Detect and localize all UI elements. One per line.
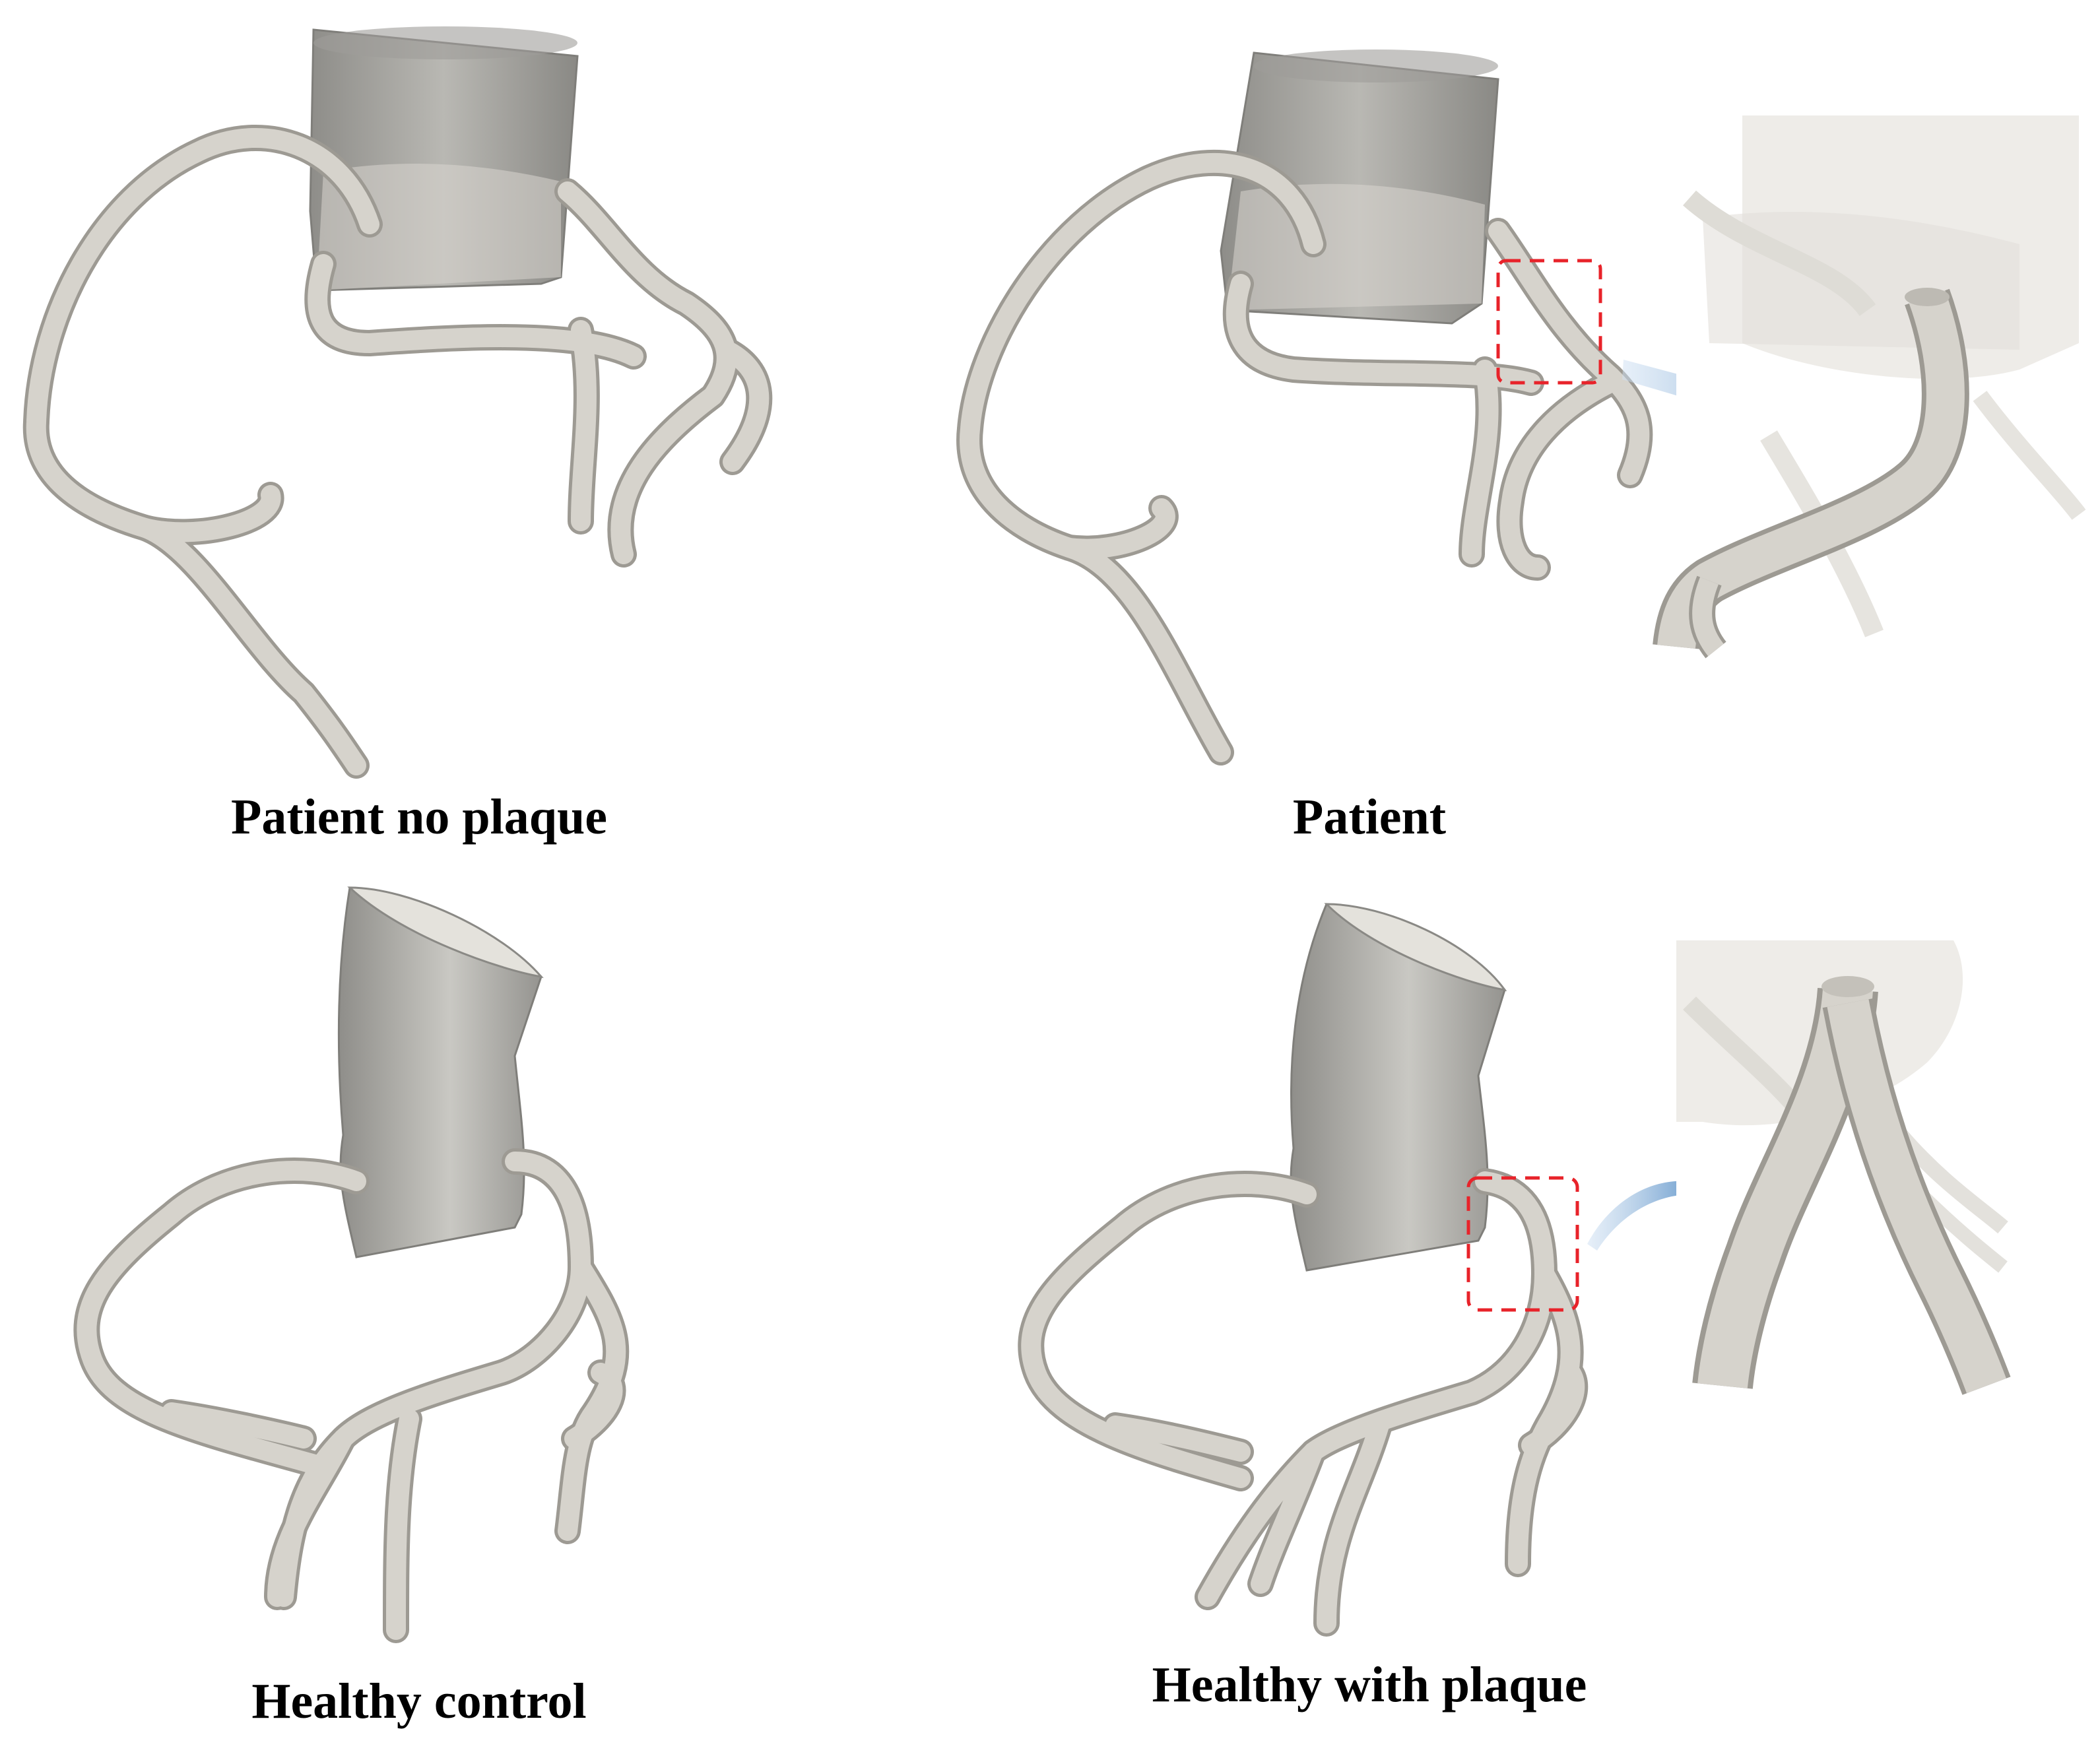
plaque-highlight-box <box>1466 1176 1579 1312</box>
caption-healthy-control: Healthy control <box>251 1674 587 1729</box>
coronary-tree <box>73 1148 630 1643</box>
coronary-tree <box>22 125 773 779</box>
caption-patient: Patient <box>1292 789 1447 845</box>
panel-healthy-with-plaque <box>1018 903 2011 1637</box>
plaque-highlight-box <box>1496 259 1602 385</box>
panel-patient <box>956 49 2086 766</box>
zoom-inset-patient <box>1653 115 2086 659</box>
coronary-tree <box>956 149 1653 766</box>
caption-patient-no-plaque: Patient no plaque <box>230 789 608 845</box>
panel-patient-no-plaque <box>22 26 773 779</box>
caption-healthy-with-plaque: Healthy with plaque <box>1152 1657 1587 1712</box>
panel-healthy-control <box>73 886 630 1643</box>
zoom-inset-healthy <box>1676 940 2011 1395</box>
coronary-tree <box>1018 1168 1589 1637</box>
